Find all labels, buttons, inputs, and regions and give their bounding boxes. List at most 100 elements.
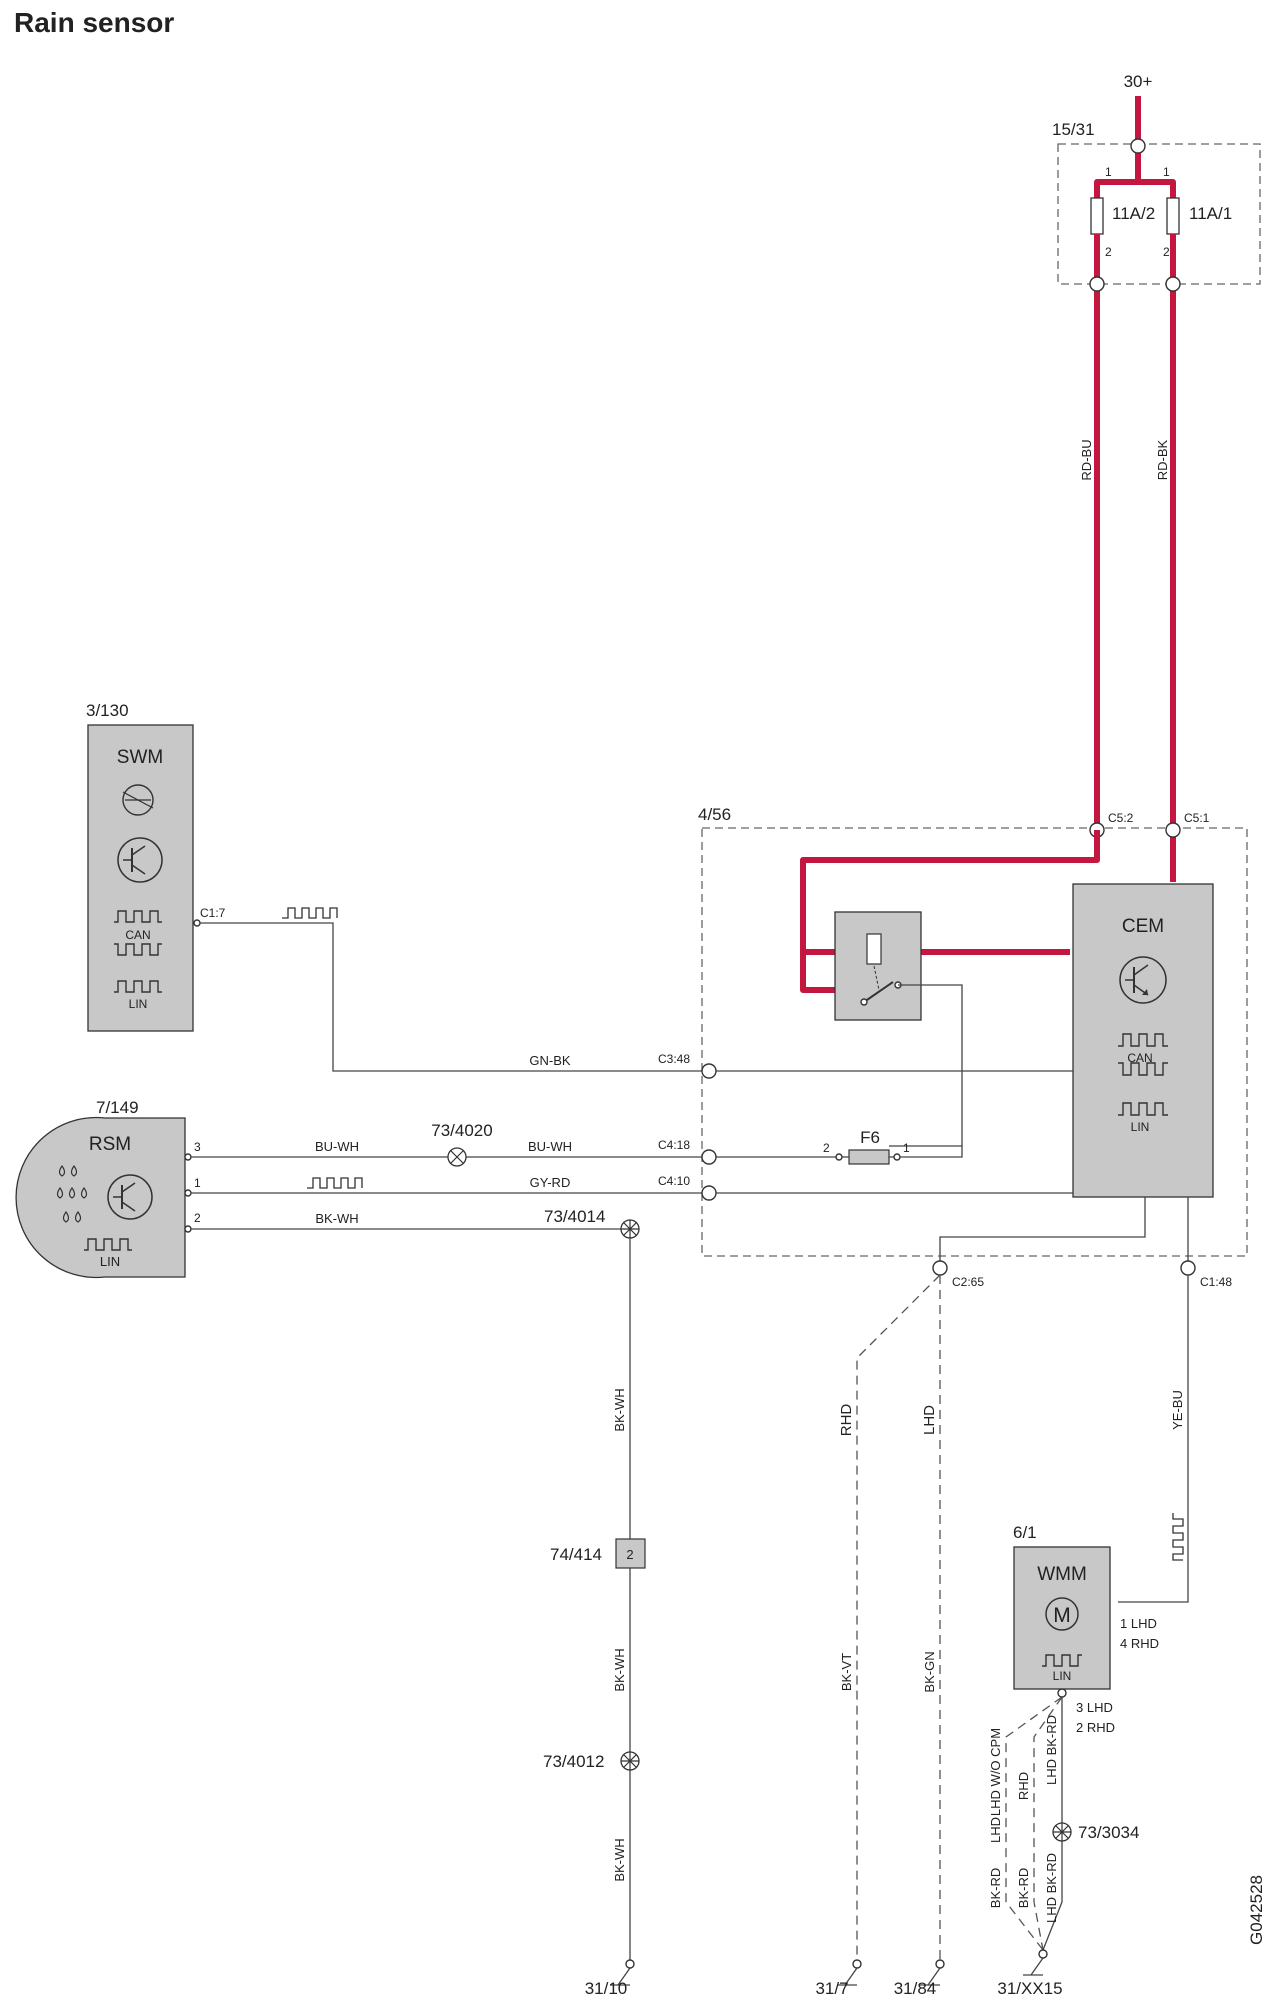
rsm-pin1-node: [184, 1189, 192, 1197]
ground-31-10-node: [625, 1959, 635, 1969]
wmm-gnd-label-bkrd-1: BK-RD: [988, 1868, 1003, 1908]
wire-f6-relay: [900, 1146, 963, 1158]
cem-box-outline: [701, 827, 1248, 1257]
pin-c4-10-label: C4:10: [658, 1174, 690, 1188]
rsm-raindrops-icon: [56, 1164, 88, 1223]
wire-cem-c2-65: [939, 1197, 1146, 1268]
rsm-signal-pulse-icon: [307, 1177, 363, 1189]
wire-rhd-bk-vt: [856, 1274, 941, 1960]
fuse-a-out-node: [1089, 276, 1105, 292]
ground-31-7-node: [852, 1959, 862, 1969]
relay-switch-link: [873, 965, 880, 991]
wmm-signal-pulse-icon: [1172, 1513, 1184, 1561]
rsm-pin2-label: 2: [194, 1211, 201, 1225]
fuse-11a2-label: 11A/2: [1112, 204, 1155, 223]
fuse-a-pin-out: 2: [1105, 245, 1112, 259]
splice-4014-label: 73/4014: [544, 1207, 605, 1226]
swm-lin-signal-icon: [114, 980, 162, 993]
relay-module: [834, 911, 922, 1021]
fuse-a-pin-in: 1: [1105, 165, 1112, 179]
splice-4012-icon: [620, 1751, 640, 1771]
swm-pin-label: C1:7: [200, 906, 226, 920]
wmm-pin-a2: 4 RHD: [1120, 1636, 1159, 1651]
image-id: G042528: [1247, 1875, 1266, 1945]
wmm-gnd-label-lhd-bkrd-bot: LHD BK-RD: [1044, 1853, 1059, 1923]
pin-c1-48-label: C1:48: [1200, 1275, 1232, 1289]
connector-pin: 2: [626, 1547, 633, 1562]
relay-coil: [866, 933, 882, 965]
rsm-lin-label: LIN: [100, 1254, 120, 1269]
fuse-f6-pin-right: 1: [903, 1141, 910, 1155]
pin-c4-18-label: C4:18: [658, 1138, 690, 1152]
wire-bk-wh-v3-label: BK-WH: [612, 1838, 627, 1881]
splice-4014-icon: [620, 1219, 640, 1239]
cem-transistor-icon: [1119, 956, 1167, 1004]
cem-box-ref: 4/56: [698, 805, 731, 824]
pin-c3-48-label: C3:48: [658, 1052, 690, 1066]
ground-31-xx15-node: [1038, 1949, 1048, 1959]
rsm-pin2-node: [184, 1225, 192, 1233]
relay-contact-a: [860, 998, 868, 1006]
splice-4020-icon: [447, 1147, 467, 1167]
ground-31-xx15-label: 31/XX15: [997, 1979, 1062, 1998]
swm-transistor-icon: [117, 837, 163, 883]
wmm-gnd-label-lhd-wo-cpm: LHD W/O CPM: [988, 1728, 1003, 1816]
swm-can-signal-icon-2: [114, 943, 162, 956]
fuse-b-out-node: [1165, 276, 1181, 292]
wire-bk-gn-label: BK-GN: [922, 1651, 937, 1692]
wire-bk-wh-v2-label: BK-WH: [612, 1648, 627, 1691]
wmm-gnd-label-bkrd-2: BK-RD: [1016, 1868, 1031, 1908]
pin-c5-2-label: C5:2: [1108, 811, 1134, 825]
wmm-ground-wire-1: [1005, 1696, 1063, 1951]
wmm-gnd-label-lhd-bkrd-top: LHD BK-RD: [1044, 1715, 1059, 1785]
wire-gy-rd-label: GY-RD: [530, 1175, 571, 1190]
wire-bk-wh-v1-label: BK-WH: [612, 1388, 627, 1431]
pin-c2-65-label: C2:65: [952, 1275, 984, 1289]
wmm-ref: 6/1: [1013, 1523, 1037, 1542]
wmm-ground-wire-3: [1042, 1697, 1063, 1951]
relay-switch-contact: [863, 981, 894, 1003]
fuse-f6-label: F6: [860, 1128, 880, 1147]
fuse-11a1-label: 11A/1: [1189, 204, 1232, 223]
cem-can-signal-icon-2: [1118, 1062, 1168, 1076]
wmm-gnd-label-rhd: RHD: [1016, 1772, 1031, 1800]
ground-31-xx15-stub: [1030, 1957, 1044, 1976]
f6-pin-right-node: [893, 1153, 901, 1161]
fuse-f6-symbol: [848, 1149, 890, 1165]
wire-gn-bk: [200, 922, 1073, 1072]
wmm-motor-label: M: [1053, 1604, 1071, 1627]
pin-c1-48-node: [1180, 1260, 1196, 1276]
ground-31-7-label: 31/7: [815, 1979, 848, 1998]
pin-c2-65-node: [932, 1260, 948, 1276]
swm-ref: 3/130: [86, 701, 129, 720]
rsm-transistor-icon: [107, 1174, 153, 1220]
fuse-box-outline: [1057, 143, 1261, 285]
ground-31-7-stub: [844, 1967, 858, 1986]
swm-lin-label: LIN: [129, 997, 148, 1011]
wmm-lin-label: LIN: [1053, 1669, 1072, 1683]
wire-bu-wh-label-2: BU-WH: [528, 1139, 572, 1154]
rsm-pin3-label: 3: [194, 1140, 201, 1154]
fuse-box-label: 15/31: [1052, 120, 1095, 139]
wire-bk-wh-top-label: BK-WH: [315, 1211, 358, 1226]
wmm-pin-b2: 2 RHD: [1076, 1720, 1115, 1735]
wmm-name: WMM: [1037, 1564, 1087, 1585]
rsm-module: [15, 1116, 186, 1279]
swm-can-label: CAN: [125, 928, 150, 942]
swm-pin-node: [193, 919, 201, 927]
page-title: Rain sensor: [14, 7, 174, 38]
supply-label: 30+: [1124, 72, 1153, 91]
wire-ye-bu: [1118, 1275, 1189, 1603]
cem-name: CEM: [1122, 916, 1164, 937]
wmm-ground-pin-node: [1057, 1688, 1067, 1698]
cem-can-label: CAN: [1127, 1051, 1152, 1065]
wmm-motor-icon: [1045, 1597, 1079, 1631]
wire-bu-wh-label-1: BU-WH: [315, 1139, 359, 1154]
wire-rd-bu-label: RD-BU: [1079, 439, 1094, 480]
swm-name: SWM: [117, 747, 163, 768]
wire-lhd-label: LHD: [921, 1405, 938, 1435]
cem-can-signal-icon: [1118, 1033, 1168, 1047]
wire-ye-bu-label: YE-BU: [1170, 1390, 1185, 1430]
splice-3034-label: 73/3034: [1078, 1823, 1139, 1842]
